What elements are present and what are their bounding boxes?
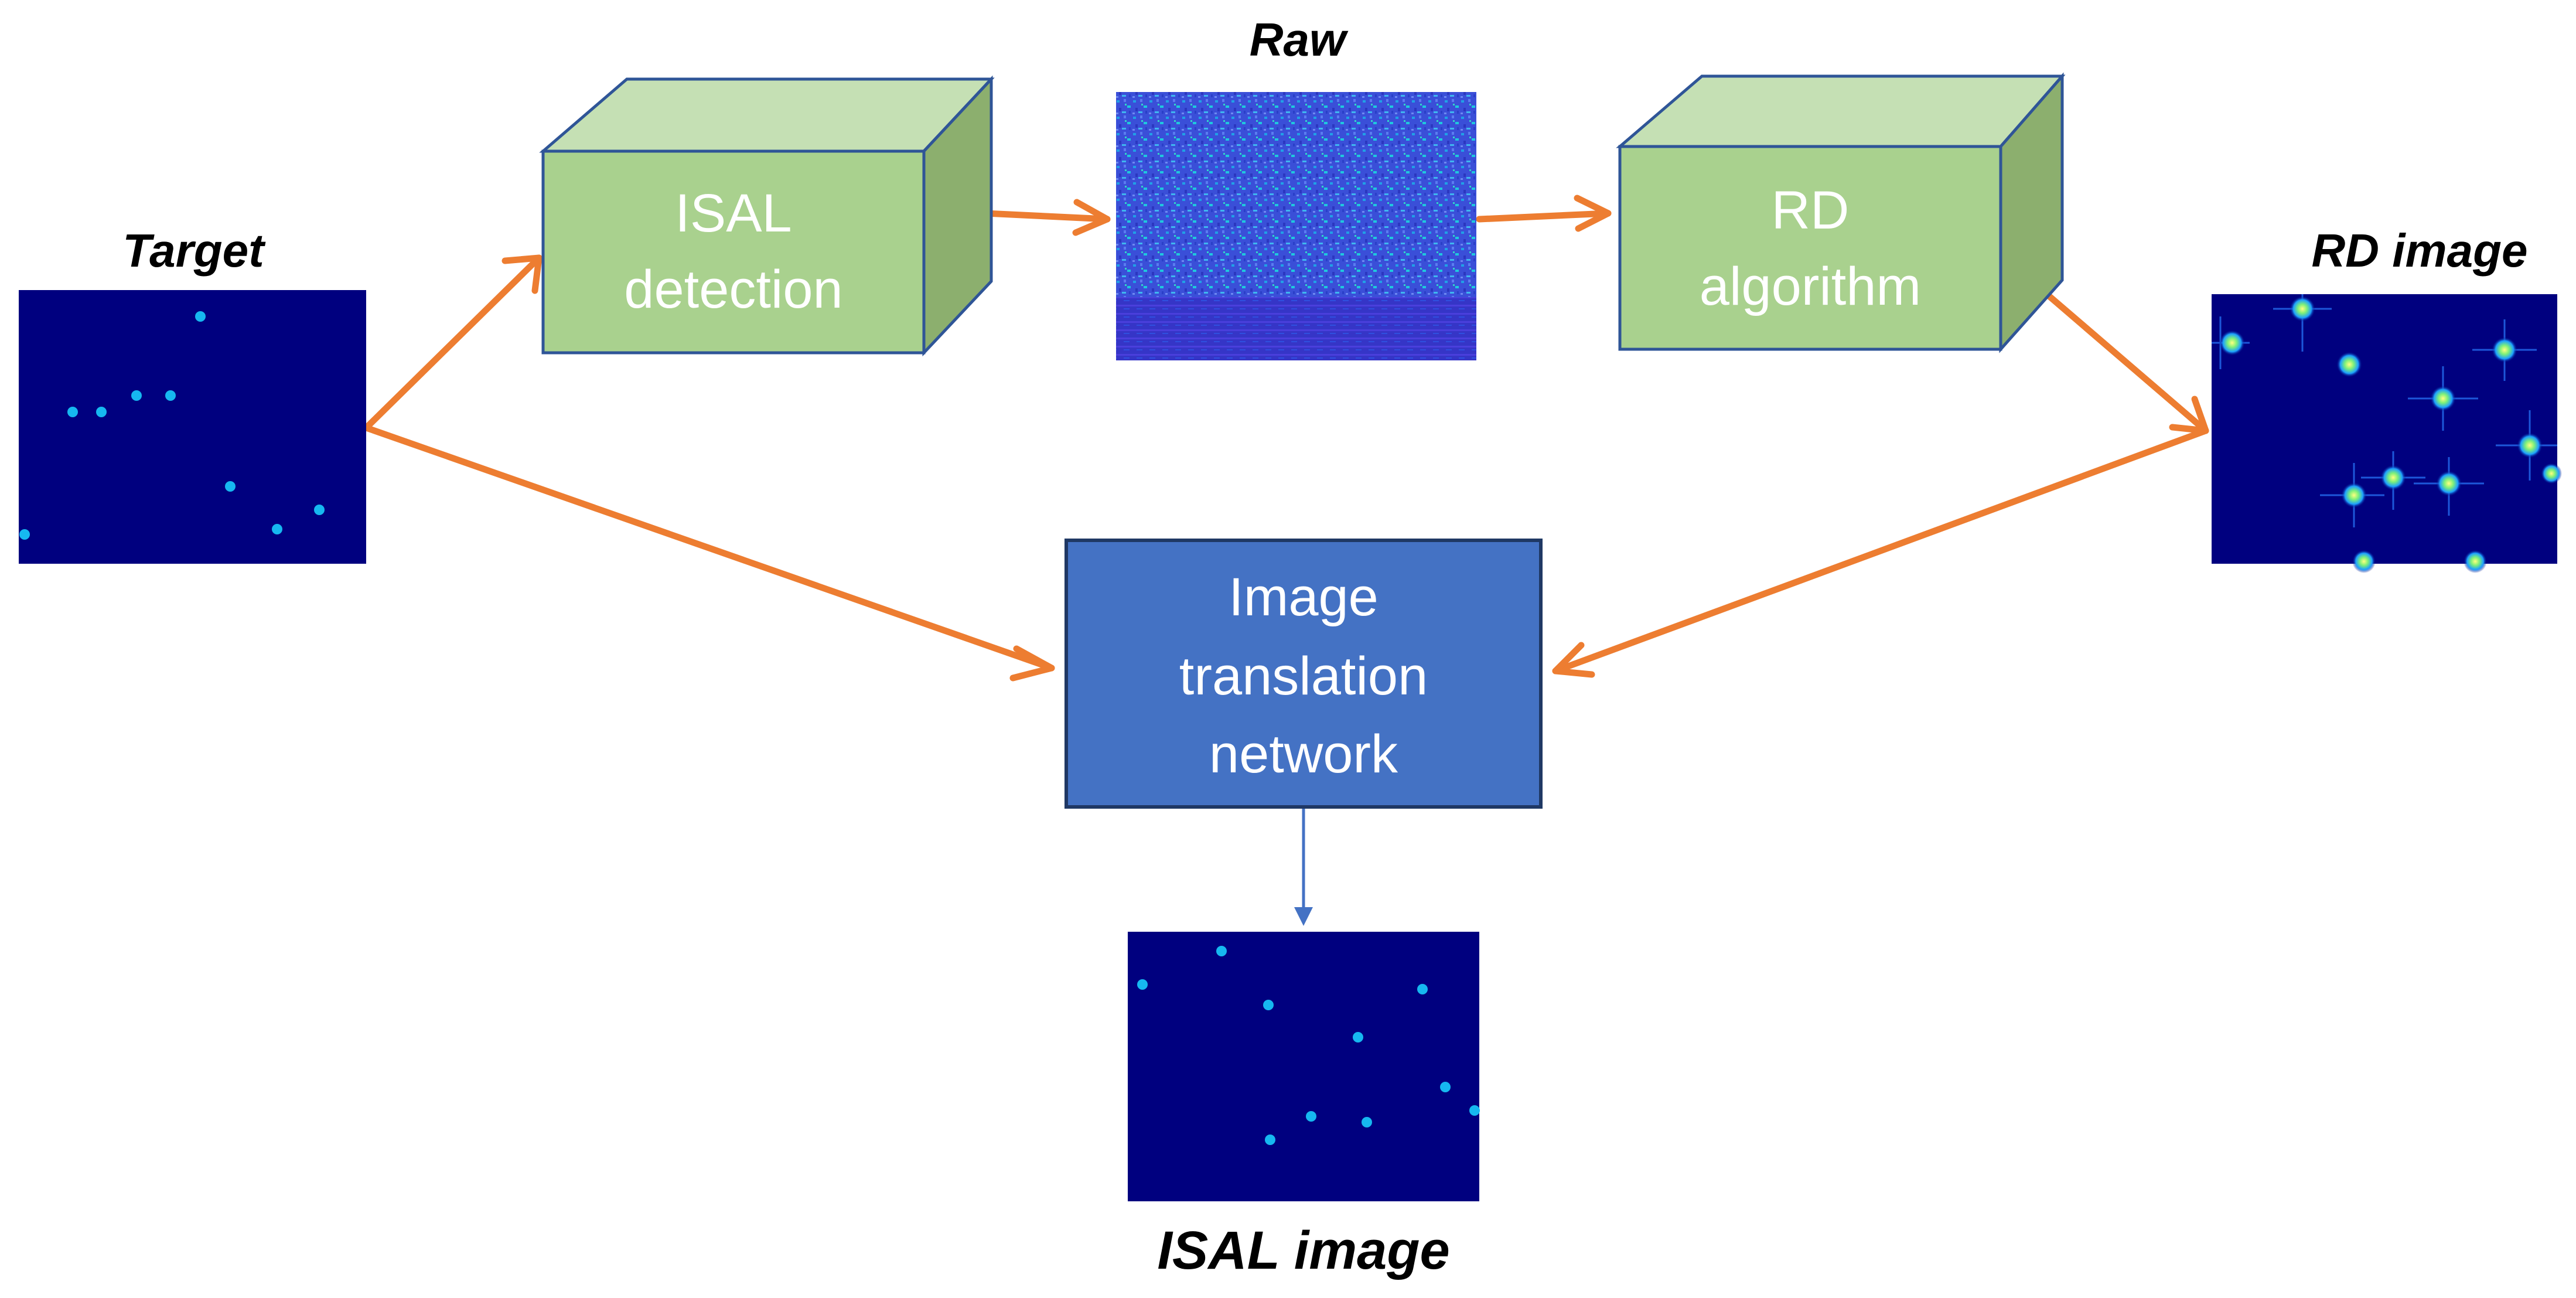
raw-image <box>1116 92 1476 360</box>
rd-algorithm-line1: RD <box>1772 180 1850 240</box>
isal-image <box>1128 932 1480 1201</box>
rd-spot <box>2341 482 2367 508</box>
target-dot <box>225 481 236 492</box>
rd-spot <box>2352 550 2376 573</box>
rd-algorithm-line2: algorithm <box>1700 257 1921 316</box>
box-front-face <box>541 149 926 355</box>
arrowhead <box>1574 195 1612 232</box>
rd-image-label: RD image <box>2312 224 2528 277</box>
raw-label: Raw <box>1250 13 1349 66</box>
isal-dot <box>1265 1135 1275 1145</box>
rd-spot <box>2336 352 2362 377</box>
rd-spot <box>2290 296 2315 322</box>
isal-dot <box>1216 946 1227 956</box>
isal-dot <box>1353 1032 1363 1043</box>
arrow-target-to-isal-detection <box>363 254 543 431</box>
rd-spot <box>2436 471 2462 496</box>
rd-spot <box>2464 550 2487 573</box>
target-dot <box>165 390 176 401</box>
target-dot <box>96 407 107 417</box>
network-line3: network <box>1209 724 1398 784</box>
target-dot <box>272 524 282 534</box>
isal-dot <box>1440 1082 1451 1092</box>
isal-dot <box>1469 1105 1480 1116</box>
isal-dot <box>1362 1117 1372 1127</box>
rd-spot <box>2219 330 2245 356</box>
isal-detection-line2: detection <box>624 260 842 319</box>
network-line1: Image <box>1229 567 1379 627</box>
arrow-network-to-isal-image <box>1294 809 1313 926</box>
rd-image <box>2212 294 2562 573</box>
isal-image-label: ISAL image <box>1157 1221 1449 1280</box>
isal-dot <box>1417 984 1428 994</box>
arrow-target-to-network <box>363 424 1055 672</box>
target-image <box>19 290 366 564</box>
isal-detection-box: ISAL detection <box>539 75 995 357</box>
isal-dot <box>1137 979 1148 990</box>
target-dot <box>19 529 30 540</box>
rd-spot <box>2517 432 2543 458</box>
isal-dot <box>1306 1111 1316 1122</box>
target-dot <box>67 407 78 417</box>
isal-detection-line1: ISAL <box>675 183 791 243</box>
arrowhead <box>1552 642 1595 678</box>
rd-spot <box>2492 337 2517 363</box>
arrowhead <box>1009 645 1055 682</box>
box-front-face <box>1618 145 2002 351</box>
target-dot <box>195 311 206 322</box>
flow-arrows <box>363 195 2209 682</box>
box-top-face <box>539 77 995 153</box>
arrowhead <box>501 254 543 294</box>
rd-algorithm-box: RD algorithm <box>1616 72 2066 353</box>
rd-spot <box>2541 463 2562 484</box>
arrowhead <box>1072 199 1111 236</box>
arrow-rdimage-to-network <box>1552 427 2209 674</box>
rd-spot <box>2380 465 2406 490</box>
network-line2: translation <box>1179 646 1428 706</box>
arrow-raw-to-rd <box>1476 210 1612 223</box>
target-dot <box>131 390 142 401</box>
rd-spot <box>2430 386 2456 411</box>
target-dot <box>314 505 325 515</box>
target-label: Target <box>122 224 266 277</box>
translation-network-box: Image translation network <box>1064 539 1543 809</box>
box-top-face <box>1616 74 2066 148</box>
isal-dot <box>1263 1000 1274 1010</box>
